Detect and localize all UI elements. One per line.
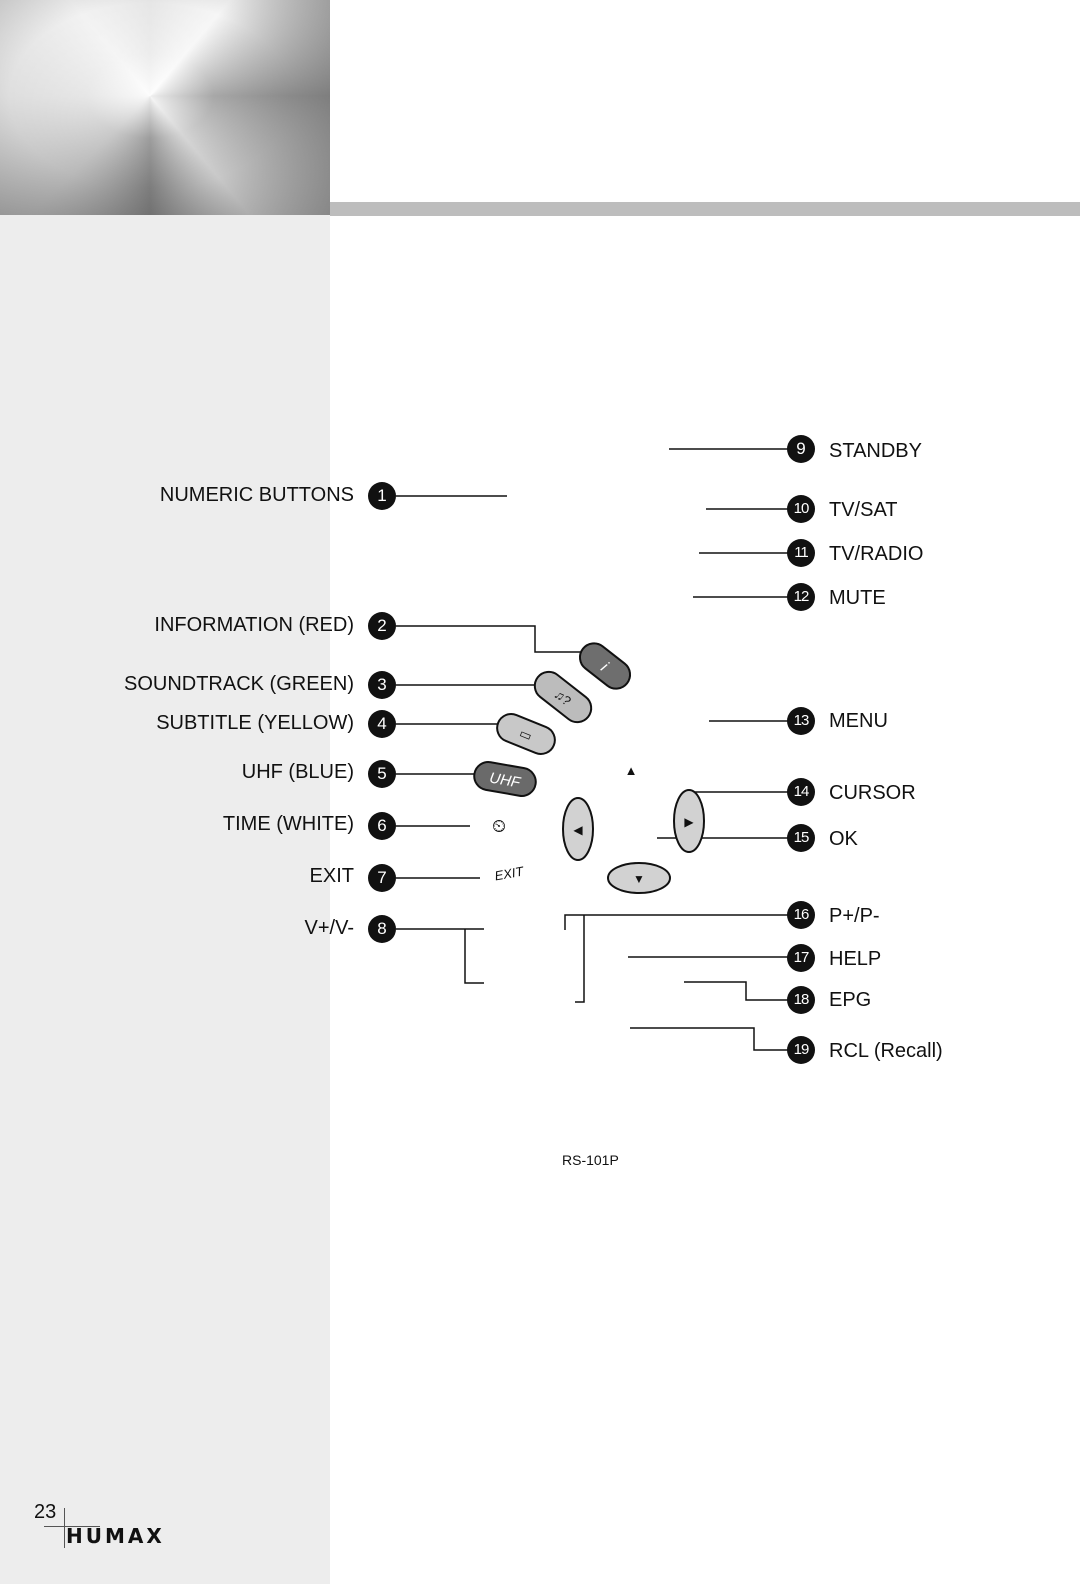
cursor-down-button: ▼ — [607, 862, 671, 894]
soundtrack-button: ♫? — [533, 670, 593, 724]
arrow-left-icon: ◀ — [573, 823, 583, 837]
label-tv-sat: TV/SAT — [829, 499, 898, 521]
label-numeric-buttons: NUMERIC BUTTONS — [159, 484, 354, 506]
label-ok: OK — [829, 828, 858, 850]
info-button: i — [578, 642, 632, 690]
callout-badge-15: 15 — [787, 824, 815, 852]
time-icon: ⏲ — [492, 816, 506, 836]
label-menu: MENU — [829, 710, 888, 732]
label-tv-radio: TV/RADIO — [829, 543, 924, 565]
callout-badge-9: 9 — [787, 435, 815, 463]
callout-badge-5: 5 — [368, 760, 396, 788]
svg-text:UHF: UHF — [488, 769, 522, 791]
label-recall: RCL (Recall) — [829, 1040, 943, 1062]
label-subtitle: SUBTITLE (YELLOW) — [156, 712, 354, 734]
label-cursor: CURSOR — [829, 782, 916, 804]
leader-line-19 — [630, 1027, 788, 1051]
callout-badge-18: 18 — [787, 986, 815, 1014]
label-program: P+/P- — [829, 905, 880, 927]
label-standby: STANDBY — [829, 440, 922, 462]
arrow-up-icon: ▲ — [625, 763, 638, 778]
callout-badge-10: 10 — [787, 495, 815, 523]
label-soundtrack: SOUNDTRACK (GREEN) — [123, 673, 354, 695]
callout-badge-11: 11 — [787, 539, 815, 567]
label-information: INFORMATION (RED) — [154, 614, 354, 636]
logo-rule-horizontal — [44, 1526, 100, 1527]
callout-badge-2: 2 — [368, 612, 396, 640]
header-rule — [330, 202, 1080, 216]
model-label: RS-101P — [562, 1152, 619, 1168]
uhf-button: UHF — [473, 761, 537, 797]
leader-line-8b — [464, 929, 484, 984]
callout-badge-14: 14 — [787, 778, 815, 806]
callout-badge-12: 12 — [787, 583, 815, 611]
exit-label: EXIT — [493, 863, 525, 883]
header-graphic — [0, 0, 330, 215]
callout-badge-8: 8 — [368, 915, 396, 943]
label-exit: EXIT — [309, 865, 354, 887]
label-time: TIME (WHITE) — [222, 813, 354, 835]
right-leader-lines — [564, 448, 788, 1051]
remote-buttons: i ♫? ▭ UHF ⏲ EXIT ▲ ◀ ▶ ▼ — [473, 642, 705, 894]
callout-badge-4: 4 — [368, 710, 396, 738]
subtitle-button: ▭ — [496, 713, 556, 755]
arrow-down-icon: ▼ — [633, 872, 645, 886]
label-uhf: UHF (BLUE) — [241, 761, 354, 783]
label-mute: MUTE — [829, 587, 886, 609]
callout-badge-6: 6 — [368, 812, 396, 840]
callout-badge-13: 13 — [787, 707, 815, 735]
svg-text:▭: ▭ — [517, 725, 534, 744]
leader-line-16b — [575, 915, 585, 1003]
leader-line-18 — [684, 981, 788, 1001]
left-column-background — [0, 0, 330, 1584]
callout-badge-3: 3 — [368, 671, 396, 699]
page-number: 23 — [34, 1501, 57, 1523]
label-help: HELP — [829, 948, 882, 970]
label-epg: EPG — [829, 989, 872, 1011]
label-volume: V+/V- — [304, 917, 354, 939]
callout-badge-7: 7 — [368, 864, 396, 892]
leader-line-2 — [396, 625, 590, 653]
leader-line-16a — [564, 914, 788, 930]
humax-logo: HUMAX — [66, 1524, 165, 1548]
left-leader-lines — [396, 495, 590, 984]
callout-badge-19: 19 — [787, 1036, 815, 1064]
arrow-right-icon: ▶ — [684, 815, 694, 829]
cursor-left-button: ◀ — [562, 797, 594, 861]
callout-badge-1: 1 — [368, 482, 396, 510]
cursor-right-button: ▶ — [673, 789, 705, 853]
logo-rule-vertical — [64, 1508, 65, 1548]
callout-badge-16: 16 — [787, 901, 815, 929]
callout-badge-17: 17 — [787, 944, 815, 972]
